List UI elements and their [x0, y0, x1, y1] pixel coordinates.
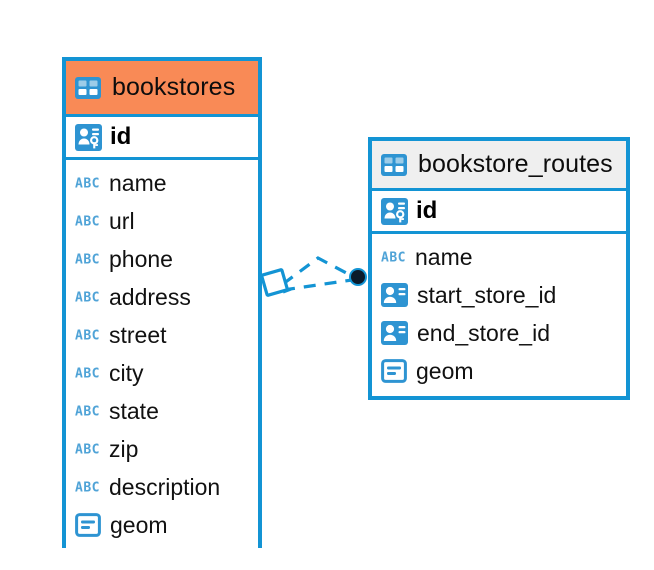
abc-text-icon: ABC — [75, 365, 100, 382]
column-label-end_store_id: end_store_id — [417, 319, 550, 346]
column-row[interactable]: ABC url — [66, 202, 258, 240]
relationship-endpoint-dot — [349, 268, 367, 286]
column-label-zip: zip — [109, 435, 139, 462]
abc-text-icon: ABC — [75, 441, 100, 458]
column-label-city: city — [109, 359, 144, 386]
column-label-phone: phone — [109, 245, 173, 272]
column-row[interactable]: ABC phone — [66, 240, 258, 278]
entity-header-bookstores[interactable]: bookstores — [66, 61, 258, 114]
abc-text-icon: ABC — [75, 327, 100, 344]
relationship-line-upper — [282, 256, 353, 286]
column-label-url: url — [109, 207, 135, 234]
column-row[interactable]: geom — [372, 352, 626, 390]
column-label-description: description — [109, 473, 221, 500]
column-row[interactable]: ABC name — [66, 164, 258, 202]
svg-text:ABC: ABC — [75, 405, 100, 420]
column-label-start_store_id: start_store_id — [417, 281, 557, 308]
column-label-state: state — [109, 397, 159, 424]
svg-text:ABC: ABC — [75, 481, 100, 496]
entity-title-bookstore-routes: bookstore_routes — [418, 150, 613, 178]
entity-title-bookstores: bookstores — [112, 73, 236, 101]
abc-text-icon: ABC — [75, 175, 100, 192]
table-icon — [75, 76, 101, 99]
crows-foot-diamond-icon — [260, 268, 292, 297]
column-row[interactable]: ABC city — [66, 354, 258, 392]
primary-key-icon — [381, 197, 408, 225]
svg-text:ABC: ABC — [75, 177, 100, 192]
svg-text:ABC: ABC — [75, 329, 100, 344]
column-label-id: id — [416, 197, 438, 224]
column-row[interactable]: end_store_id — [372, 314, 626, 352]
table-icon — [381, 153, 407, 176]
column-label-name: name — [109, 169, 167, 196]
column-row[interactable]: ABC zip — [66, 430, 258, 468]
column-row[interactable]: ABC description — [66, 468, 258, 506]
relationship-line-lower — [282, 278, 353, 292]
foreign-key-icon — [381, 321, 408, 345]
svg-text:ABC: ABC — [381, 251, 406, 266]
column-label-street: street — [109, 321, 167, 348]
foreign-key-icon — [381, 283, 408, 307]
geometry-icon — [381, 359, 407, 383]
svg-text:ABC: ABC — [75, 215, 100, 230]
abc-text-icon: ABC — [75, 251, 100, 268]
column-row[interactable]: ABC street — [66, 316, 258, 354]
column-row-pk-bookstore-routes-id[interactable]: id — [372, 188, 626, 234]
column-label-geom: geom — [416, 357, 474, 384]
column-label-geom: geom — [110, 511, 168, 538]
abc-text-icon: ABC — [75, 403, 100, 420]
column-row[interactable]: geom — [66, 506, 258, 544]
column-row[interactable]: start_store_id — [372, 276, 626, 314]
column-row-pk-bookstores-id[interactable]: id — [66, 114, 258, 160]
abc-text-icon: ABC — [75, 479, 100, 496]
column-label-id: id — [110, 123, 132, 150]
column-label-address: address — [109, 283, 191, 310]
geometry-icon — [75, 513, 101, 537]
svg-text:ABC: ABC — [75, 443, 100, 458]
entity-header-bookstore-routes[interactable]: bookstore_routes — [372, 141, 626, 188]
column-label-name: name — [415, 243, 473, 270]
svg-text:ABC: ABC — [75, 253, 100, 268]
abc-text-icon: ABC — [75, 213, 100, 230]
column-row[interactable]: ABC address — [66, 278, 258, 316]
abc-text-icon: ABC — [381, 249, 406, 266]
column-row[interactable]: ABC name — [372, 238, 626, 276]
abc-text-icon: ABC — [75, 289, 100, 306]
column-row[interactable]: ABC state — [66, 392, 258, 430]
svg-text:ABC: ABC — [75, 367, 100, 382]
svg-text:ABC: ABC — [75, 291, 100, 306]
primary-key-icon — [75, 123, 102, 151]
entity-bookstore-routes[interactable]: bookstore_routes id ABC name start_store_i… — [368, 137, 630, 400]
